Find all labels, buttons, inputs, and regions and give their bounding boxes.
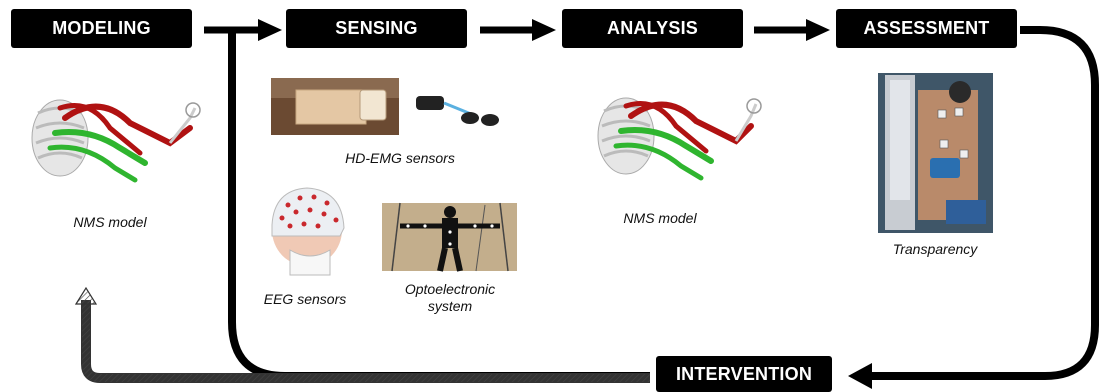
transparency-photo [878, 73, 993, 233]
caption-hd-emg: HD-EMG sensors [345, 150, 455, 166]
stage-modeling-box: MODELING [11, 9, 192, 48]
arrow-analysis-to-assessment [754, 19, 830, 41]
arrow-sensing-to-analysis [480, 19, 556, 41]
caption-transparency: Transparency [892, 241, 978, 257]
stage-intervention-box: INTERVENTION [656, 356, 832, 392]
hd-emg-photo [271, 78, 399, 135]
eeg-head-image [271, 187, 345, 276]
hatched-arrow-to-modeling [81, 300, 650, 383]
emg-connector-image [416, 96, 499, 126]
arrowhead-intervention [848, 363, 872, 389]
stage-modeling-label: MODELING [52, 18, 151, 38]
stage-assessment-box: ASSESSMENT [836, 9, 1017, 48]
caption-nms-model-center: NMS model [623, 210, 697, 226]
hatched-arrowhead [74, 286, 98, 305]
caption-optoelectronic-line2: system [427, 298, 473, 314]
caption-optoelectronic: Optoelectronic system [380, 281, 520, 315]
stage-sensing-label: SENSING [335, 18, 418, 38]
caption-eeg: EEG sensors [263, 291, 347, 307]
stage-analysis-box: ANALYSIS [562, 9, 743, 48]
stage-assessment-label: ASSESSMENT [863, 18, 990, 38]
arrow-modeling-to-sensing [204, 19, 282, 41]
stage-intervention-label: INTERVENTION [675, 363, 813, 384]
loop-arrow-assessment-to-intervention [870, 26, 1099, 380]
caption-nms-model-left: NMS model [73, 214, 147, 230]
nms-model-center-image [597, 97, 762, 181]
caption-optoelectronic-line1: Optoelectronic [404, 281, 496, 297]
stage-analysis-label: ANALYSIS [607, 18, 698, 38]
stage-sensing-box: SENSING [286, 9, 467, 48]
nms-model-left-image [31, 99, 201, 183]
optoelectronic-photo [382, 202, 517, 272]
